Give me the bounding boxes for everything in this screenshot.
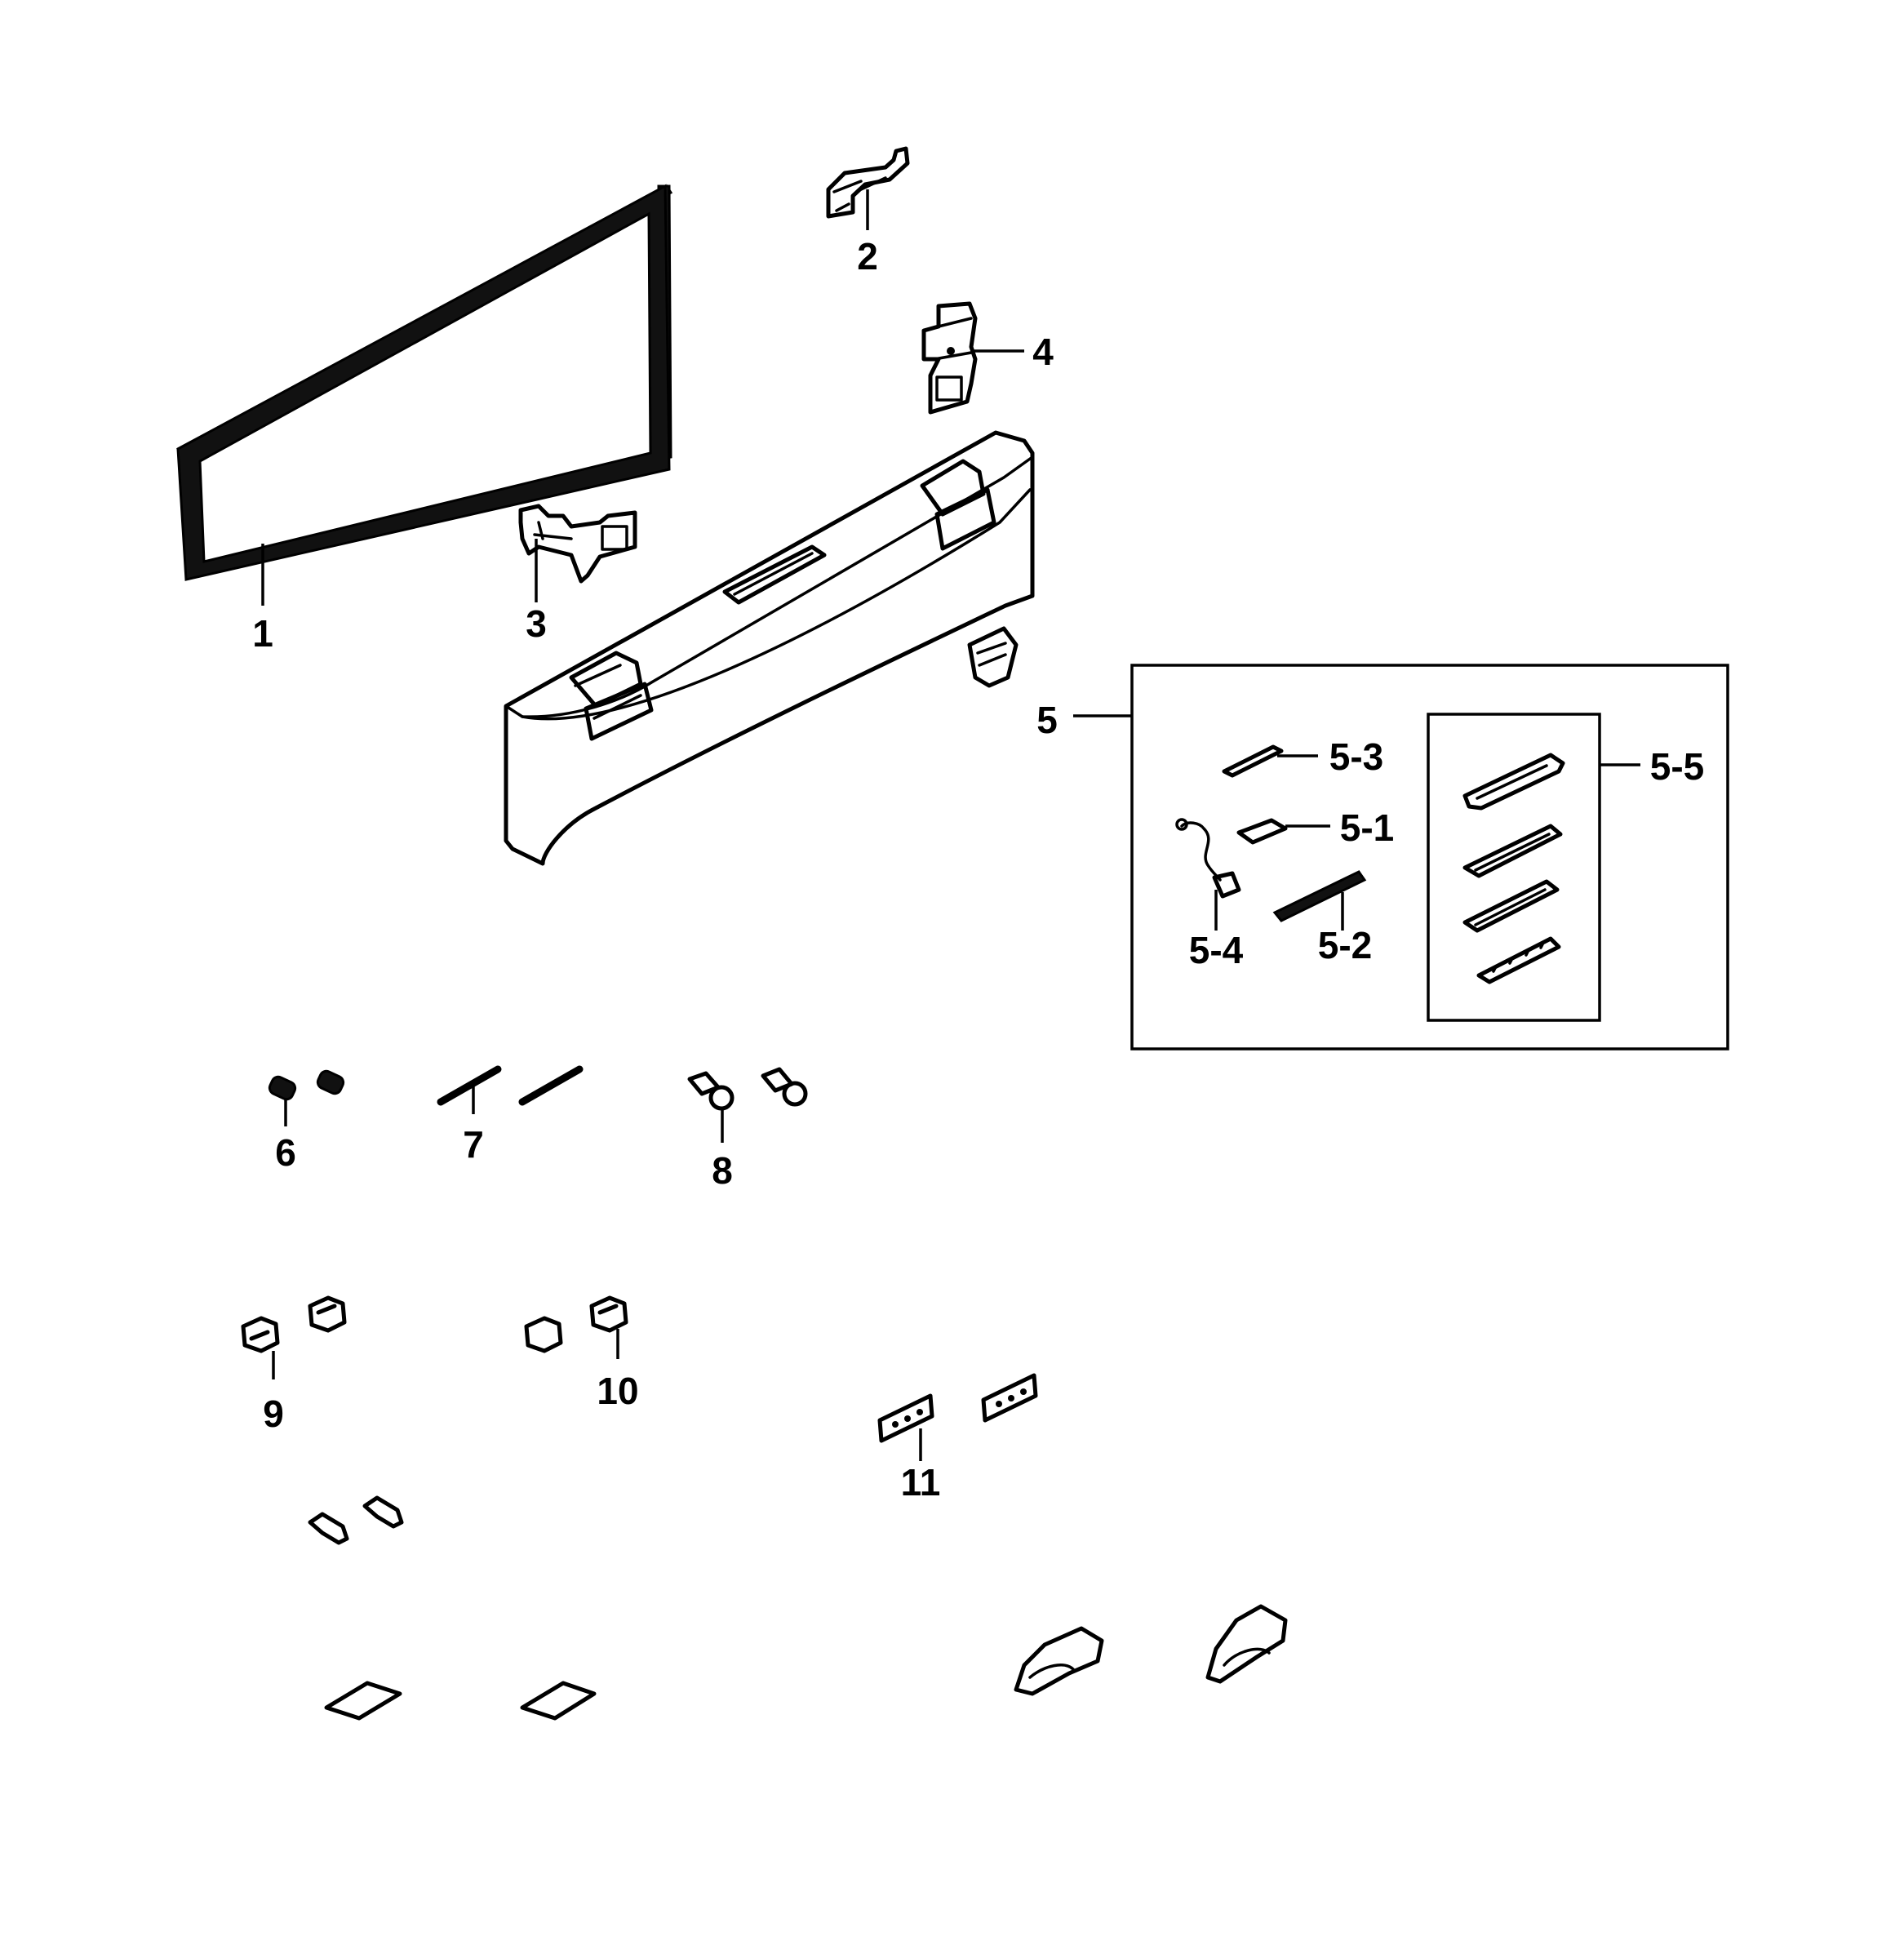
part-8-screws — [687, 1067, 808, 1111]
clips-pair — [308, 1495, 404, 1545]
latches-pair — [1014, 1604, 1288, 1696]
callout-5-1: 5-1 — [1340, 806, 1394, 849]
part-4-hinge — [921, 301, 978, 415]
part-5-2-bar — [1272, 870, 1367, 922]
callout-5-5: 5-5 — [1650, 745, 1704, 788]
callout-3: 3 — [526, 602, 547, 645]
kit-box-5 — [1130, 664, 1729, 1051]
callout-2: 2 — [857, 235, 878, 278]
part-5-5-trims — [1462, 753, 1565, 984]
part-5-1-pad — [1236, 818, 1288, 845]
callout-7: 7 — [463, 1123, 484, 1166]
part-7-rods — [437, 1065, 584, 1106]
part-6-plugs — [268, 1069, 345, 1101]
kit-box-5-5 — [1427, 713, 1601, 1022]
callout-5-2: 5-2 — [1318, 924, 1372, 966]
callout-5-4: 5-4 — [1189, 929, 1244, 971]
callout-8: 8 — [712, 1149, 733, 1192]
part-1-gasket — [176, 184, 673, 581]
part-2-bracket — [826, 146, 910, 219]
part-5-3-strip — [1222, 744, 1284, 778]
callout-11: 11 — [901, 1461, 941, 1504]
callout-1: 1 — [252, 612, 273, 655]
callout-5: 5 — [1036, 699, 1058, 741]
part-11-brackets — [877, 1373, 1038, 1443]
callout-6: 6 — [275, 1131, 296, 1174]
callout-10: 10 — [597, 1370, 638, 1412]
part-10-caps — [524, 1295, 628, 1353]
part-3-hinge — [518, 504, 637, 584]
callout-9: 9 — [263, 1393, 284, 1435]
main-door-panel — [504, 430, 1035, 866]
part-9-caps — [241, 1295, 347, 1353]
covers-pair — [324, 1681, 597, 1721]
callout-5-3: 5-3 — [1329, 735, 1383, 778]
callout-4: 4 — [1032, 331, 1054, 373]
part-5-4-wire — [1175, 818, 1241, 899]
